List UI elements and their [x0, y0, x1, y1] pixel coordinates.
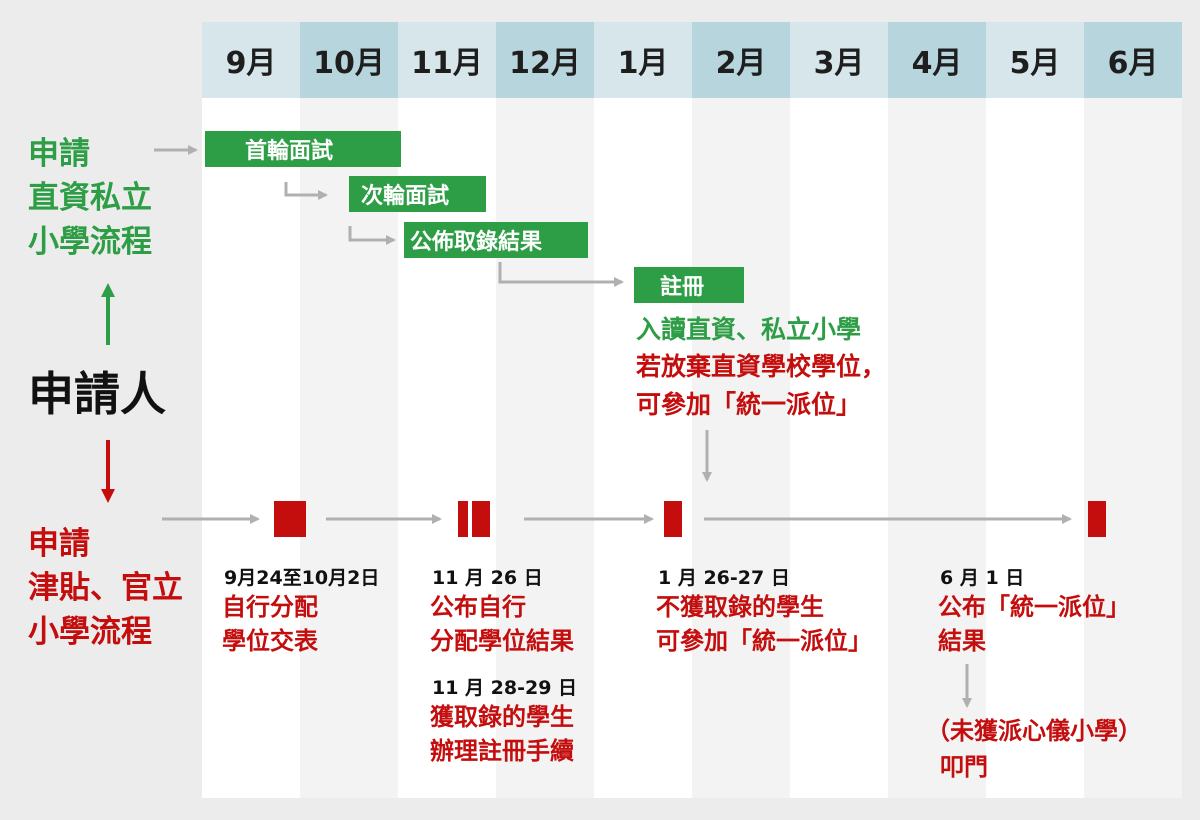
event-text: 分配學位結果 [430, 627, 574, 655]
month-header: 5月 [986, 22, 1084, 98]
event-text: 叩門 [940, 753, 988, 781]
public-track-title-line: 申請 [28, 526, 90, 562]
arrow-icon [498, 262, 624, 287]
step-announce-result: 公佈取錄結果 [404, 222, 588, 258]
month-header: 11月 [398, 22, 496, 98]
event-text: 結果 [938, 627, 986, 655]
public-track-title-line: 津貼、官立 [28, 570, 183, 606]
month-header: 6月 [1084, 22, 1182, 98]
month-column [496, 22, 594, 798]
event-text: 自行分配 [222, 593, 318, 621]
event-text: 辦理註冊手續 [430, 737, 574, 765]
event-text: 不獲取錄的學生 [656, 593, 824, 621]
private-track-title-line: 小學流程 [28, 224, 152, 260]
step-first-interview: 首輪面試 [205, 131, 401, 167]
month-header: 12月 [496, 22, 594, 98]
private-note-abandon: 若放棄直資學校學位， [636, 352, 887, 381]
event-date: 6 月 1 日 [940, 567, 1025, 589]
event-date: 11 月 28-29 日 [432, 677, 578, 699]
private-track-title-line: 申請 [28, 136, 90, 172]
arrow-icon [348, 226, 396, 245]
public-track-title: 申請 津貼、官立 小學流程 [28, 522, 183, 654]
month-header: 1月 [594, 22, 692, 98]
month-column [888, 22, 986, 798]
month-header: 9月 [202, 22, 300, 98]
month-column [398, 22, 496, 798]
month-header: 10月 [300, 22, 398, 98]
arrow-icon [284, 182, 328, 200]
month-column [692, 22, 790, 798]
private-track-title-line: 直資私立 [28, 180, 152, 216]
month-header: 4月 [888, 22, 986, 98]
step-register: 註冊 [634, 267, 744, 303]
event-date: 1 月 26-27 日 [658, 567, 790, 589]
step-second-interview: 次輪面試 [349, 176, 486, 212]
marker-e1 [274, 501, 306, 537]
month-column [986, 22, 1084, 798]
private-note-join: 可參加「統一派位」 [636, 390, 862, 419]
event-date: 9月24至10月2日 [224, 567, 380, 589]
marker-e3 [472, 501, 490, 537]
marker-e5 [1088, 501, 1106, 537]
applicant-label: 申請人 [28, 367, 166, 421]
event-text: 可參加「統一派位」 [656, 627, 872, 655]
marker-e4 [664, 501, 682, 537]
event-text: 獲取錄的學生 [430, 703, 574, 731]
month-header: 3月 [790, 22, 888, 98]
month-column [790, 22, 888, 798]
event-date: 11 月 26 日 [432, 567, 543, 589]
event-text: 學位交表 [222, 627, 318, 655]
public-track-title-line: 小學流程 [28, 614, 152, 650]
private-note-enrol: 入讀直資、私立小學 [636, 315, 862, 344]
event-text: 公布自行 [430, 593, 526, 621]
event-text: 公布「統一派位」 [938, 593, 1130, 621]
private-track-title: 申請 直資私立 小學流程 [28, 132, 152, 264]
event-text: （未獲派心儀小學） [926, 717, 1142, 745]
month-header: 2月 [692, 22, 790, 98]
month-column [594, 22, 692, 798]
month-column [1084, 22, 1182, 798]
marker-e2 [458, 501, 468, 537]
